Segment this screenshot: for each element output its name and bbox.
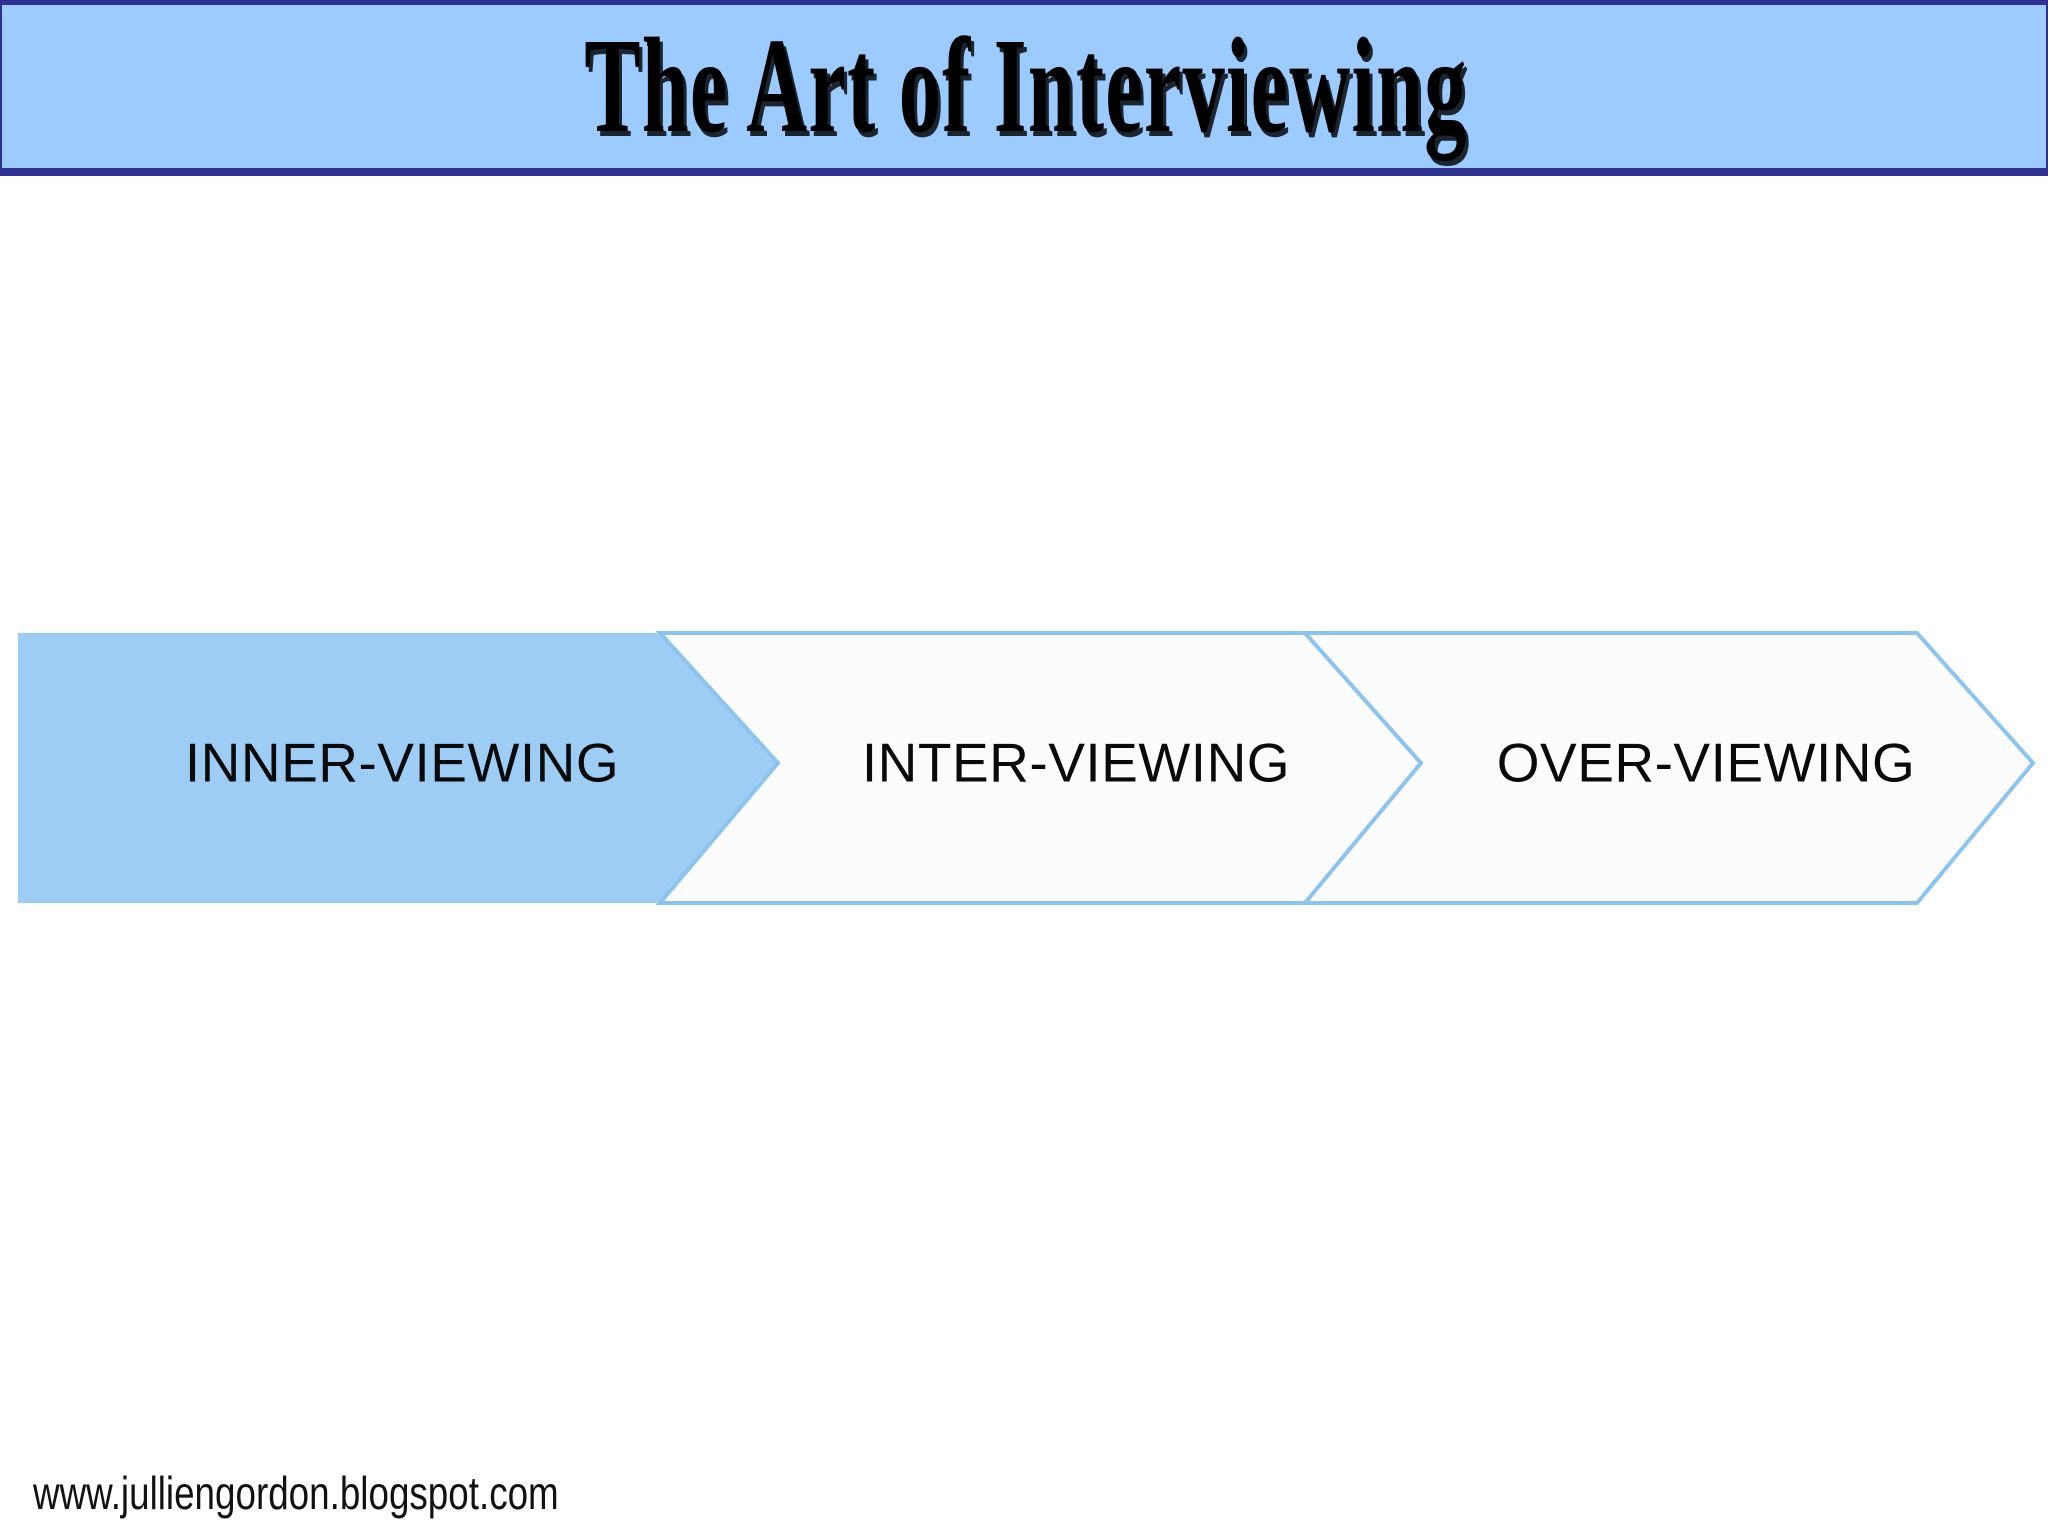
chevron-step-3[interactable]: OVER-VIEWING bbox=[1300, 631, 2036, 905]
chevron-step-3-shape[interactable] bbox=[1300, 631, 2036, 905]
chevron-step-3-label: OVER-VIEWING bbox=[1497, 732, 1916, 794]
chevron-step-2[interactable]: INTER-VIEWING bbox=[655, 631, 1424, 905]
chevron-step-1-label: INNER-VIEWING bbox=[185, 732, 619, 794]
chevron-step-2-label: INTER-VIEWING bbox=[862, 732, 1290, 794]
footer-url[interactable]: www.julliengordon.blogspot.com bbox=[33, 1467, 559, 1519]
chevron-step-1-shape[interactable] bbox=[18, 633, 778, 903]
title-banner: The Art of Interviewing bbox=[0, 0, 2048, 176]
chevron-process-diagram: INNER-VIEWING INTER-VIEWING OVER-VIEWING bbox=[0, 600, 2048, 940]
page-title: The Art of Interviewing bbox=[584, 11, 1468, 161]
chevron-step-1[interactable]: INNER-VIEWING bbox=[18, 633, 778, 903]
